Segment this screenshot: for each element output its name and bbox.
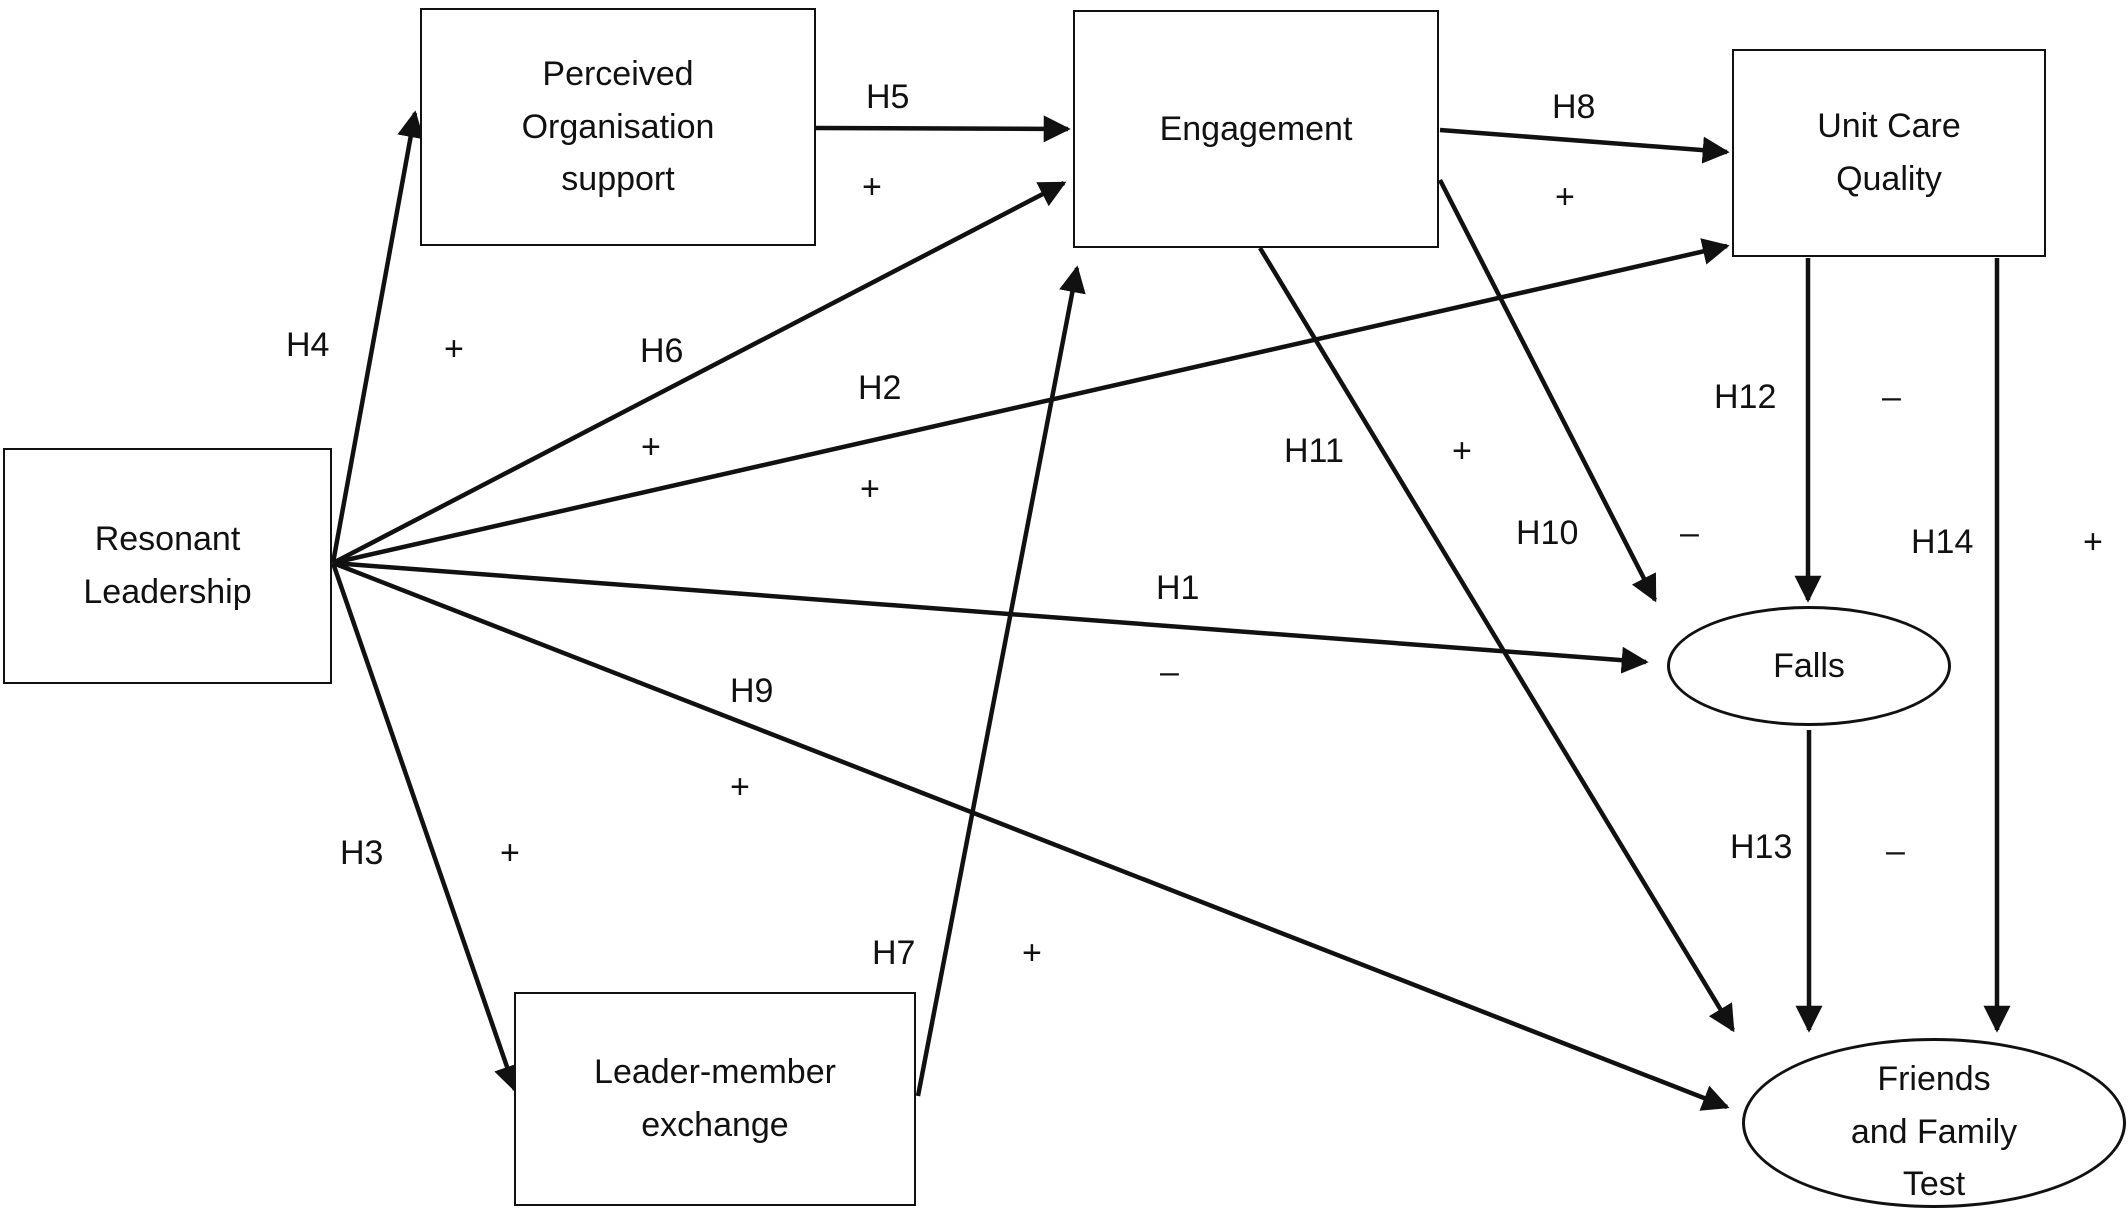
- node-falls-label: Falls: [1773, 646, 1845, 685]
- hypothesis-label-h11: H11: [1284, 432, 1344, 470]
- hypothesis-sign-h14: +: [2083, 523, 2103, 561]
- hypothesis-label-h10: H10: [1516, 514, 1579, 552]
- hypothesis-sign-h7: +: [1022, 934, 1042, 972]
- hypothesis-sign-h3: +: [500, 834, 520, 872]
- hypothesis-sign-h12: –: [1882, 378, 1901, 416]
- hypothesis-label-h5: H5: [866, 78, 910, 116]
- node-resonant-leadership: Resonant Leadership: [3, 448, 332, 684]
- node-falls: Falls: [1667, 606, 1951, 726]
- hypothesis-sign-h9: +: [730, 768, 750, 806]
- arrow-h7: [915, 265, 1086, 1097]
- node-lmx-label: Leader-member exchange: [594, 1053, 836, 1144]
- hypothesis-label-h8: H8: [1552, 88, 1596, 126]
- hypothesis-label-h9: H9: [730, 672, 774, 710]
- arrow-h8: [1439, 127, 1730, 164]
- hypothesis-sign-h11: +: [1452, 432, 1472, 470]
- hypothesis-label-h3: H3: [340, 834, 384, 872]
- hypothesis-label-h2: H2: [858, 369, 902, 407]
- node-perceived-organisation-support: Perceived Organisation support: [420, 8, 816, 246]
- hypothesis-label-h1: H1: [1156, 569, 1200, 607]
- hypothesis-label-h14: H14: [1911, 523, 1974, 561]
- hypothesis-sign-h10: –: [1680, 514, 1699, 552]
- arrow-h6: [331, 181, 1067, 565]
- node-friends-and-family-test: Friends and Family Test: [1742, 1038, 2126, 1208]
- hypothesis-sign-h4: +: [444, 330, 464, 368]
- node-pos-label: Perceived Organisation support: [521, 54, 715, 199]
- node-fft-label: Friends and Family Test: [1850, 1059, 2018, 1204]
- node-engagement: Engagement: [1073, 10, 1439, 248]
- node-resonant-leadership-label: Resonant Leadership: [83, 520, 252, 611]
- arrow-h5: [815, 115, 1071, 143]
- node-engagement-label: Engagement: [1159, 109, 1353, 148]
- arrow-h9: [332, 560, 1730, 1111]
- node-leader-member-exchange: Leader-member exchange: [514, 992, 916, 1206]
- arrow-h1: [332, 560, 1649, 674]
- hypothesis-label-h13: H13: [1730, 828, 1793, 866]
- hypothesis-label-h6: H6: [640, 332, 684, 370]
- arrow-h10: [1437, 178, 1658, 603]
- arrow-h4: [330, 110, 424, 564]
- hypothesis-sign-h6: +: [641, 428, 661, 466]
- node-unit-care-quality-label: Unit Care Quality: [1817, 107, 1961, 198]
- hypothesis-sign-h1: –: [1160, 653, 1179, 691]
- arrow-h11: [1258, 246, 1735, 1033]
- hypothesis-sign-h2: +: [860, 470, 880, 508]
- hypothesis-sign-h8: +: [1555, 178, 1575, 216]
- hypothesis-label-h12: H12: [1714, 378, 1777, 416]
- hypothesis-sign-h5: +: [862, 168, 882, 206]
- node-unit-care-quality: Unit Care Quality: [1732, 49, 2046, 257]
- arrow-h3: [330, 562, 520, 1093]
- hypothesis-label-h7: H7: [872, 934, 916, 972]
- arrow-h2: [332, 238, 1730, 566]
- hypothesis-label-h4: H4: [286, 326, 330, 364]
- hypothesis-sign-h13: –: [1886, 832, 1905, 870]
